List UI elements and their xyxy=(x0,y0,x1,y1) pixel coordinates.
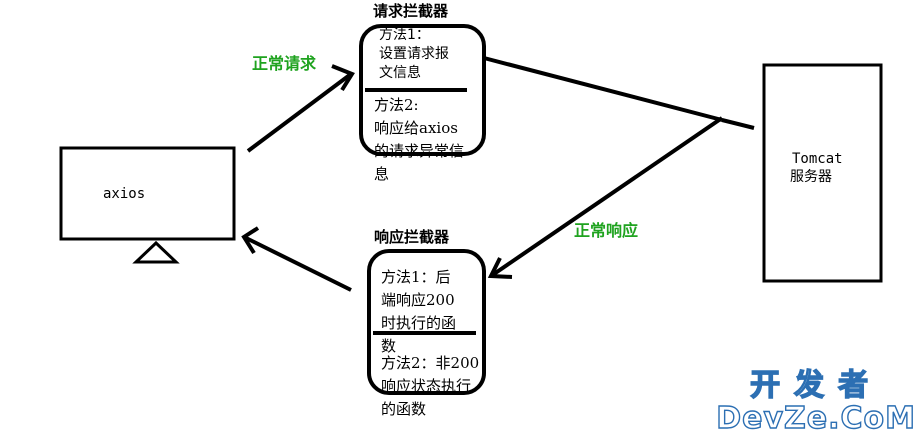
request-method2-line2: 响应给axios xyxy=(374,119,458,137)
request-method2-line4: 息 xyxy=(374,165,390,183)
request-arrow-line xyxy=(246,72,353,153)
response-method1-line1: 方法1：后 xyxy=(381,268,451,286)
request-method1-line1: 方法1： xyxy=(379,27,430,43)
response-arrow-head-left xyxy=(241,226,260,255)
request-interceptor-title: 请求拦截器 xyxy=(373,2,449,20)
monitor-stand xyxy=(132,240,180,264)
response-method2-line1: 方法2：非200 xyxy=(381,354,480,372)
watermark-logo: 开发者 DevZe.CoM xyxy=(716,368,916,436)
response-method1-line4: 数 xyxy=(381,337,397,355)
request-interceptor-box xyxy=(359,24,486,156)
watermark-cn: 开发者 xyxy=(749,368,883,403)
request-method1-line3: 文信息 xyxy=(379,65,421,81)
request-method2-line1: 方法2: xyxy=(374,96,419,114)
response-method1-line2: 端响应200 xyxy=(381,291,455,309)
response-interceptor-box xyxy=(367,249,486,395)
response-method2-line2: 响应状态执行 xyxy=(381,377,472,395)
response-arrow-head xyxy=(487,257,513,279)
server-name: Tomcat xyxy=(792,151,843,167)
to-server-line-1 xyxy=(483,56,723,122)
response-interceptor-title: 响应拦截器 xyxy=(374,228,450,246)
request-method1-line2: 设置请求报 xyxy=(379,46,449,62)
normal-request-label: 正常请求 xyxy=(252,54,317,73)
response-line xyxy=(489,116,724,278)
normal-response-label: 正常响应 xyxy=(574,221,639,240)
response-arrow-line xyxy=(243,235,352,292)
browser-screen xyxy=(59,146,236,241)
request-arrow-head xyxy=(331,64,355,92)
response-method1-line3: 时执行的函 xyxy=(381,314,457,332)
browser-label: axios xyxy=(103,186,146,202)
response-method2-line3: 的函数 xyxy=(381,400,427,418)
server-box xyxy=(762,63,883,283)
server-subtitle: 服务器 xyxy=(790,169,832,185)
watermark-en: DevZe.CoM xyxy=(716,401,916,436)
request-method2-line3: 的请求异常信 xyxy=(374,142,465,160)
to-server-line-2 xyxy=(721,118,755,130)
